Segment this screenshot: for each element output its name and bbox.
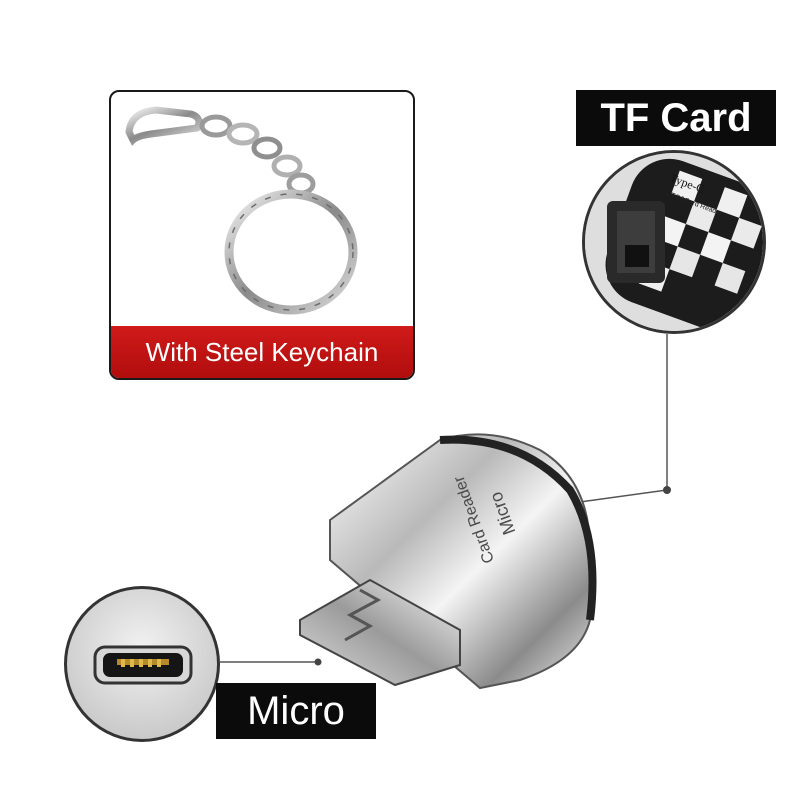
- tf-slot-zoom-circle: Type-C OTG&Card Reader: [582, 150, 766, 334]
- micro-port-zoom-circle: [64, 586, 220, 742]
- keychain-banner: With Steel Keychain: [111, 326, 413, 378]
- tf-card-label: TF Card: [576, 90, 776, 146]
- micro-label: Micro: [216, 683, 376, 739]
- card-reader-device: Micro Card Reader: [299, 433, 597, 690]
- keychain-panel: With Steel Keychain: [109, 90, 415, 380]
- keychain-image: [125, 106, 358, 315]
